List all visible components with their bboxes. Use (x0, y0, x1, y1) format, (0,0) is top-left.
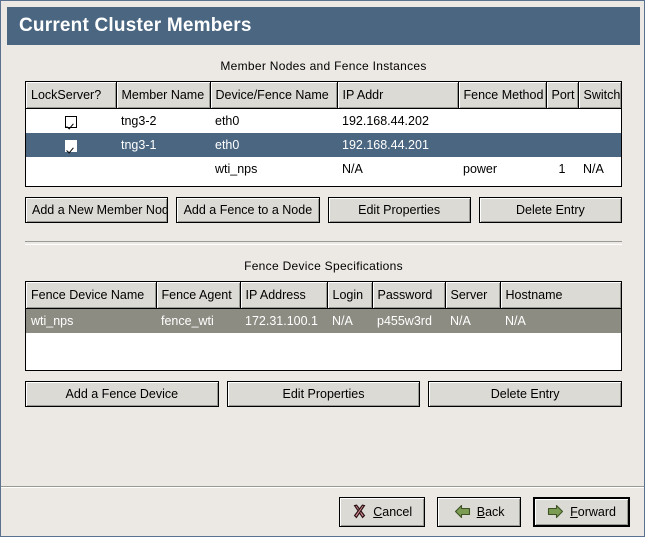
column-header-fence-agent[interactable]: Fence Agent (156, 282, 241, 309)
cell-port (546, 109, 578, 134)
column-header-fence-device-name[interactable]: Fence Device Name (26, 282, 157, 309)
back-button[interactable]: Back (437, 496, 522, 527)
fence-section-label: Fence Device Specifications (244, 259, 403, 273)
cell-ip-addr: N/A (342, 162, 363, 176)
member-nodes-table: LockServer? Member Name Device/Fence Nam… (26, 82, 621, 181)
table-row[interactable]: tng3-1 eth0 192.168.44.201 (26, 133, 621, 157)
member-nodes-table-frame: LockServer? Member Name Device/Fence Nam… (25, 81, 622, 187)
cell-fence-method: power (463, 162, 498, 176)
cell-switch (578, 133, 621, 157)
delete-entry-member-button[interactable]: Delete Entry (478, 197, 622, 223)
cell-server: N/A (445, 308, 500, 333)
cell-ip-addr: 192.168.44.201 (337, 133, 458, 157)
forward-button[interactable]: Forward (533, 496, 630, 527)
cell-lockserver[interactable] (26, 109, 116, 134)
column-header-switch[interactable]: Switch (578, 82, 621, 109)
cell-ip-address: 172.31.100.1 (240, 308, 327, 333)
cell-lockserver (26, 157, 116, 181)
column-header-login[interactable]: Login (327, 282, 373, 309)
cell-ip-addr: 192.168.44.202 (342, 114, 429, 128)
cell-hostname: N/A (500, 308, 621, 333)
cell-member-name: tng3-1 (116, 133, 210, 157)
cancel-button-label: Cancel (373, 504, 413, 519)
arrow-right-icon (547, 504, 564, 519)
lockserver-checkbox[interactable] (65, 115, 77, 128)
back-mnemonic: B (476, 504, 486, 519)
forward-mnemonic: F (570, 504, 578, 519)
add-fence-to-node-button[interactable]: Add a Fence to a Node (176, 197, 320, 223)
delete-entry-fence-button[interactable]: Delete Entry (428, 381, 623, 407)
table-row[interactable]: wti_nps fence_wti 172.31.100.1 N/A p455w… (26, 308, 621, 333)
table-row[interactable]: wti_nps N/A power 1 N/A (26, 157, 621, 181)
column-header-port[interactable]: Port (546, 82, 579, 109)
cell-fence-device-name: wti_nps (26, 308, 156, 333)
cancel-x-icon (352, 504, 367, 519)
member-section-button-row: Add a New Member Node Add a Fence to a N… (25, 197, 622, 223)
fence-section-button-row: Add a Fence Device Edit Properties Delet… (25, 381, 623, 407)
cell-port (546, 133, 578, 157)
cell-device-fence-name: wti_nps (215, 162, 258, 176)
cell-member-name: tng3-2 (121, 114, 157, 128)
cell-port: 1 (558, 162, 566, 176)
column-header-member-name[interactable]: Member Name (116, 82, 211, 109)
cell-device-fence-name: eth0 (215, 114, 240, 128)
page-title: Current Cluster Members (19, 15, 252, 36)
cell-password: p455w3rd (372, 308, 445, 333)
cell-fence-method (458, 109, 546, 134)
cancel-button[interactable]: Cancel (339, 496, 426, 527)
forward-button-label: Forward (570, 504, 616, 519)
fence-devices-table: Fence Device Name Fence Agent IP Address… (26, 282, 621, 333)
column-header-device-fence-name[interactable]: Device/Fence Name (210, 82, 338, 109)
cell-fence-agent: fence_wti (156, 308, 240, 333)
column-header-lockserver[interactable]: LockServer? (26, 82, 117, 109)
add-fence-device-button[interactable]: Add a Fence Device (25, 381, 219, 407)
column-header-hostname[interactable]: Hostname (500, 282, 621, 309)
cell-member-name (116, 157, 210, 181)
add-new-member-node-button[interactable]: Add a New Member Node (25, 197, 169, 223)
section-divider (25, 241, 622, 245)
fence-devices-table-frame: Fence Device Name Fence Agent IP Address… (25, 281, 622, 371)
cell-device-fence-name: eth0 (210, 133, 337, 157)
dialog-action-bar: Cancel Back Forward (1, 486, 644, 536)
member-section-label: Member Nodes and Fence Instances (220, 59, 427, 73)
lockserver-checkbox[interactable] (65, 139, 77, 152)
back-button-label: Back (476, 504, 505, 519)
table-row[interactable]: tng3-2 eth0 192.168.44.202 (26, 109, 621, 134)
edit-properties-member-button[interactable]: Edit Properties (327, 197, 471, 223)
cell-lockserver[interactable] (26, 133, 116, 157)
table-header-row: Fence Device Name Fence Agent IP Address… (26, 282, 621, 309)
column-header-password[interactable]: Password (372, 282, 446, 309)
column-header-server[interactable]: Server (445, 282, 501, 309)
column-header-ip-addr[interactable]: IP Addr (337, 82, 459, 109)
column-header-fence-method[interactable]: Fence Method (458, 82, 547, 109)
column-header-ip-address[interactable]: IP Address (240, 282, 328, 309)
dialog-content: Member Nodes and Fence Instances LockSer… (7, 45, 640, 532)
cell-switch (578, 109, 621, 134)
cell-fence-method (458, 133, 546, 157)
edit-properties-fence-button[interactable]: Edit Properties (226, 381, 421, 407)
cell-login: N/A (327, 308, 372, 333)
cancel-mnemonic: C (373, 504, 383, 519)
table-header-row: LockServer? Member Name Device/Fence Nam… (26, 82, 621, 109)
dialog-titlebar: Current Cluster Members (7, 7, 640, 45)
arrow-left-icon (454, 504, 471, 519)
cell-switch: N/A (583, 162, 604, 176)
